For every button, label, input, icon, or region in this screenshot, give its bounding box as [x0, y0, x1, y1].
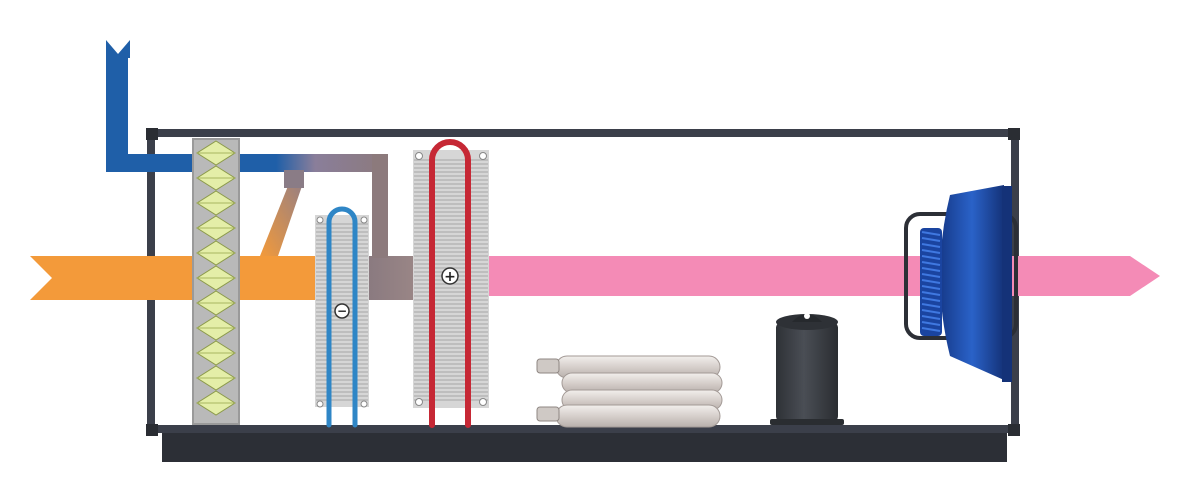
heating-coil-bolt-tr [479, 152, 487, 160]
fan-housing [940, 185, 1004, 380]
unit-base [162, 428, 1007, 462]
cooling-coil-pipe [326, 206, 358, 428]
compressor-foot [770, 419, 844, 425]
return-duct-right [372, 154, 388, 258]
condenser-tubes [536, 355, 723, 428]
return-duct-top [276, 154, 388, 172]
fan-blade [921, 303, 941, 308]
fan-blade [921, 267, 941, 272]
return-duct-diag-top [284, 170, 304, 188]
compressor-body [776, 322, 838, 422]
fan-blade [921, 249, 941, 254]
heating-coil-badge [441, 267, 459, 285]
fan-blade [921, 309, 941, 314]
cooling-coil: − [315, 206, 369, 428]
outlet-air-arrow [484, 256, 1160, 296]
condenser-fitting-bottom [536, 406, 560, 422]
condenser-fitting-top [536, 358, 560, 374]
fan-blade [921, 315, 941, 320]
housing-corner-tl [146, 128, 158, 140]
fan-blade [921, 255, 941, 260]
fan-blade [921, 285, 941, 290]
bypass-air-duct [260, 186, 302, 256]
fan-mount [1002, 186, 1012, 382]
fan-blade [921, 321, 941, 326]
housing-corner-br [1008, 424, 1020, 436]
fan-blade [921, 231, 941, 236]
heating-coil-bolt-bl [415, 398, 423, 406]
fan-blade [921, 273, 941, 278]
condenser-tube-4 [555, 404, 721, 428]
cooling-coil-fins [316, 223, 368, 401]
housing-corner-tr [1008, 128, 1020, 140]
housing-corner-bl [146, 424, 158, 436]
fan-blade [921, 243, 941, 248]
fan-blade [921, 291, 941, 296]
fan-blade [921, 297, 941, 302]
mixed-air-segment [368, 256, 416, 300]
cooling-coil-bolt-br [360, 400, 368, 408]
heating-coil-symbol: + [444, 269, 456, 285]
fresh-air-duct-vertical [106, 56, 128, 170]
fan-blade [921, 261, 941, 266]
fan-blade [921, 327, 941, 332]
heating-coil: + [413, 139, 489, 428]
compressor-port [804, 313, 810, 319]
fan [904, 185, 1018, 382]
cooling-coil-symbol: − [337, 304, 347, 318]
heating-coil-pipe [429, 139, 471, 428]
cooling-coil-bolt-tl [316, 216, 324, 224]
fan-blades [921, 231, 941, 332]
cooling-coil-bolt-tr [360, 216, 368, 224]
intake-air-arrow [30, 256, 316, 300]
cooling-coil-badge [334, 303, 350, 319]
fan-blade [921, 237, 941, 242]
heat-exchanger-cells [196, 140, 236, 416]
heating-coil-bolt-tl [415, 152, 423, 160]
heating-coil-bolt-br [479, 398, 487, 406]
compressor [770, 313, 844, 425]
fan-blade [921, 279, 941, 284]
heating-coil-fins [414, 159, 488, 401]
cooling-coil-bolt-bl [316, 400, 324, 408]
fresh-air-duct-tip [106, 40, 130, 58]
